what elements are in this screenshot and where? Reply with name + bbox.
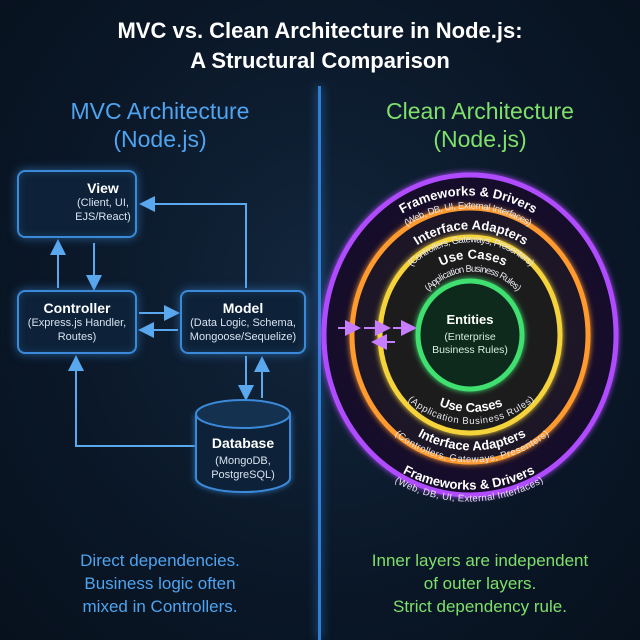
database-sub-1: (MongoDB, (215, 455, 271, 467)
controller-sub-1: (Express.js Handler, (27, 317, 127, 329)
view-title: View (87, 180, 119, 196)
mvc-heading-sub: (Node.js) (113, 126, 207, 152)
entities-title: Entities (447, 312, 494, 327)
database-cylinder (195, 399, 291, 493)
arrow-database-to-controller (68, 355, 196, 447)
view-sub-2: EJS/React) (75, 211, 131, 223)
clean-caption-line-1: Inner layers are independent (371, 551, 589, 570)
view-sub-1: (Client, UI, (77, 197, 129, 209)
model-sub-1: (Data Logic, Schema, (190, 317, 296, 329)
controller-title: Controller (43, 300, 111, 316)
mvc-arrows (50, 196, 270, 447)
page-title-line-2: A Structural Comparison (190, 48, 450, 73)
model-box: Model (Data Logic, Schema, Mongoose/Sequ… (180, 290, 306, 354)
database-sub-2: PostgreSQL) (211, 469, 275, 481)
clean-caption-line-3: Strict dependency rule. (393, 597, 567, 616)
ring-entities (415, 278, 525, 392)
clean-heading: Clean Architecture (386, 98, 574, 124)
mvc-caption-line-1: Direct dependencies. (80, 551, 240, 570)
entities-sub-2: Business Rules) (432, 344, 508, 356)
svg-text:Use Cases: Use Cases (438, 394, 504, 415)
clean-rings (321, 172, 619, 498)
center-divider (318, 86, 321, 640)
arrow-model-to-view (139, 196, 247, 288)
entities-sub-1: (Enterprise (444, 331, 496, 343)
clean-caption: Inner layers are independent of outer la… (320, 549, 640, 618)
controller-box: Controller (Express.js Handler, Routes) (17, 290, 137, 354)
mvc-caption-line-2: Business logic often (84, 574, 236, 593)
model-sub-2: Mongoose/Sequelize) (189, 331, 297, 343)
controller-sub-2: Routes) (57, 331, 97, 343)
database-title: Database (212, 435, 274, 451)
clean-heading-sub: (Node.js) (433, 126, 527, 152)
page-title-line-1: MVC vs. Clean Architecture in Node.js: (117, 18, 523, 43)
view-box: View (Client, UI, EJS/React) (17, 170, 137, 238)
clean-caption-line-2: of outer layers. (423, 574, 537, 593)
model-title: Model (222, 300, 264, 316)
mvc-heading: MVC Architecture (70, 98, 250, 124)
dependency-arrows (338, 320, 417, 350)
mvc-caption-line-3: mixed in Controllers. (82, 597, 238, 616)
mvc-caption: Direct dependencies. Business logic ofte… (0, 549, 320, 618)
usecases-title-bottom: Use Cases (438, 394, 504, 415)
